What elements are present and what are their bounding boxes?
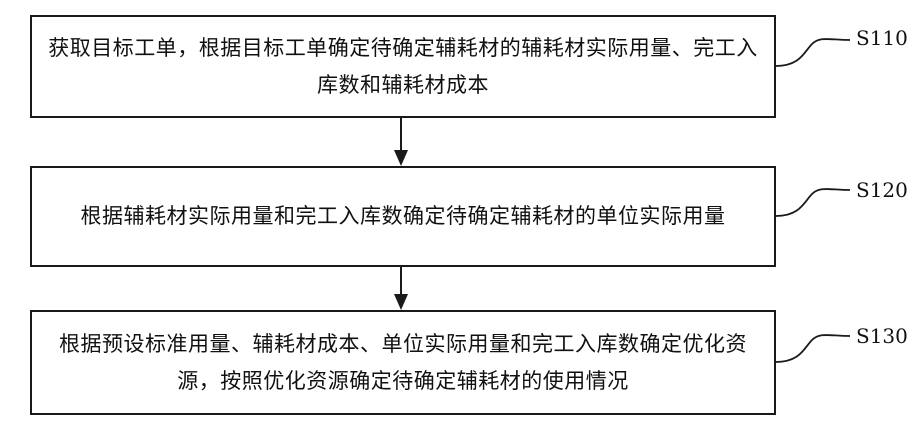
step-box-s130: 根据预设标准用量、辅耗材成本、单位实际用量和完工入库数确定优化资源，按照优化资源… [30, 310, 776, 415]
step-box-s110: 获取目标工单，根据目标工单确定待确定辅耗材的辅耗材实际用量、完工入库数和辅耗材成… [30, 15, 776, 118]
step-text-s130: 根据预设标准用量、辅耗材成本、单位实际用量和完工入库数确定优化资源，按照优化资源… [42, 326, 764, 400]
step-text-s120: 根据辅耗材实际用量和完工入库数确定待确定辅耗材的单位实际用量 [42, 198, 764, 235]
step-label-s120: S120 [856, 178, 908, 202]
step-box-s120: 根据辅耗材实际用量和完工入库数确定待确定辅耗材的单位实际用量 [30, 166, 776, 267]
step-label-s110: S110 [856, 26, 908, 50]
step-label-s130: S130 [856, 324, 908, 348]
step-text-s110: 获取目标工单，根据目标工单确定待确定辅耗材的辅耗材实际用量、完工入库数和辅耗材成… [42, 30, 764, 104]
arrowhead-s110-to-s120 [394, 150, 408, 166]
leader-line-s120 [776, 189, 850, 216]
leader-line-s110 [776, 39, 850, 66]
leader-line-s130 [776, 335, 850, 362]
arrowhead-s120-to-s130 [394, 294, 408, 310]
